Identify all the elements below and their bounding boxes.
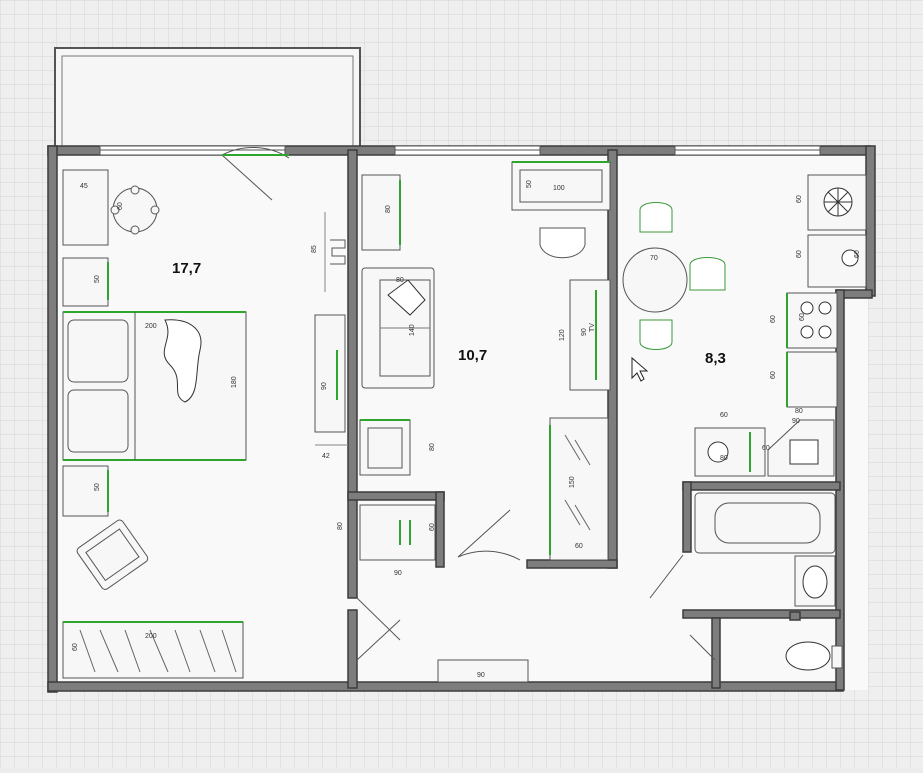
sofa (361, 267, 435, 389)
bathroom (694, 492, 836, 607)
interior-walls (347, 149, 841, 689)
tv-unit (569, 279, 611, 391)
entry-mat: 90 (437, 659, 529, 683)
desk-chair (539, 227, 586, 259)
tv-label: TV (589, 323, 596, 332)
dim-kitchen-cab-1: 60 (796, 195, 803, 203)
dim-tv-stand: 90 (321, 382, 328, 390)
dim-wardrobe: 45 (80, 183, 88, 190)
hall-closet: 60 90 80 (337, 504, 436, 577)
dim-kitchen-cab-2: 60 (796, 250, 803, 258)
dim-desk-depth: 50 (526, 180, 533, 188)
dim-sofa-length: 140 (409, 324, 416, 336)
armchair-bedroom (76, 519, 149, 590)
dim-chair-bedroom: 42 (322, 453, 330, 460)
dim-sideboard-depth: 60 (72, 643, 79, 651)
kitchen-chair-right (689, 257, 726, 291)
dim-sofa-depth: 80 (396, 277, 404, 284)
kitchen-chair-top (639, 202, 673, 233)
dim-kitchen-corner: 90 (792, 418, 800, 425)
bed (62, 311, 247, 461)
dim-hall-closet: 60 (429, 523, 436, 531)
kitchen-table (622, 247, 688, 313)
dim-hall-closet-height: 80 (337, 522, 344, 530)
dim-kitchen-washer: 60 (720, 412, 728, 419)
dim-kitchen-cab-4: 60 (770, 371, 777, 379)
dim-hall-entry: 90 (477, 672, 485, 679)
dim-nightstand-top: 50 (94, 275, 101, 283)
mouse-cursor (631, 356, 649, 382)
dim-kitchen-cab-3: 60 (770, 315, 777, 323)
kitchen-stove (786, 292, 838, 349)
dim-kitchen-cab-5: 80 (720, 455, 728, 462)
dim-kitchen-sink-width: 80 (795, 408, 803, 415)
dim-hall-closet-width: 90 (394, 570, 402, 577)
wardrobe (62, 169, 109, 246)
kitchen-chair-bottom (639, 319, 673, 350)
dim-kitchen-fridge: 60 (854, 250, 861, 258)
sideboard (62, 621, 244, 679)
dim-armchair-room2: 80 (429, 443, 436, 451)
dim-kitchen-table: 70 (650, 255, 658, 262)
dim-round-table: 60 (117, 202, 124, 210)
desk (511, 161, 611, 211)
nightstand-top (62, 257, 109, 307)
kitchen: 70 60 60 60 60 60 60 60 (622, 174, 867, 477)
tv-stand-bedroom (314, 314, 346, 433)
room-2: 80 80 140 80 100 50 (359, 161, 611, 561)
radiator (324, 212, 346, 292)
room-area-1: 17,7 (172, 260, 201, 277)
kitchen-washer (694, 427, 766, 477)
nightstand-bottom (62, 465, 109, 517)
dim-kitchen-sink-depth: 60 (762, 445, 770, 452)
bedroom: 45 60 50 200 180 50 (62, 169, 348, 679)
dim-radiator: 85 (311, 245, 318, 253)
dim-wardrobe-room2: 150 (569, 476, 576, 488)
toilet (785, 641, 831, 671)
dim-desk-top: 100 (553, 185, 565, 192)
wc (785, 641, 843, 671)
dim-bed-width: 200 (145, 323, 157, 330)
windows (99, 145, 821, 156)
shelf (361, 174, 401, 251)
dim-nightstand-bottom: 50 (94, 483, 101, 491)
room-area-2: 10,7 (458, 347, 487, 364)
dim-wardrobe-room2-depth: 60 (575, 543, 583, 550)
dim-tv-depth: 90 (581, 328, 588, 336)
armchair-room2 (359, 419, 411, 476)
balcony (54, 47, 361, 153)
dim-tv-length: 120 (559, 329, 566, 341)
dim-kitchen-stove: 60 (799, 313, 806, 321)
kitchen-cabinet-tap (786, 351, 838, 408)
wardrobe-room2 (549, 417, 609, 561)
doors (221, 146, 716, 661)
dim-sideboard: 200 (145, 633, 157, 640)
dim-bed-length: 180 (231, 376, 238, 388)
room-area-kitchen: 8,3 (705, 350, 726, 367)
dim-shelf: 80 (385, 205, 392, 213)
